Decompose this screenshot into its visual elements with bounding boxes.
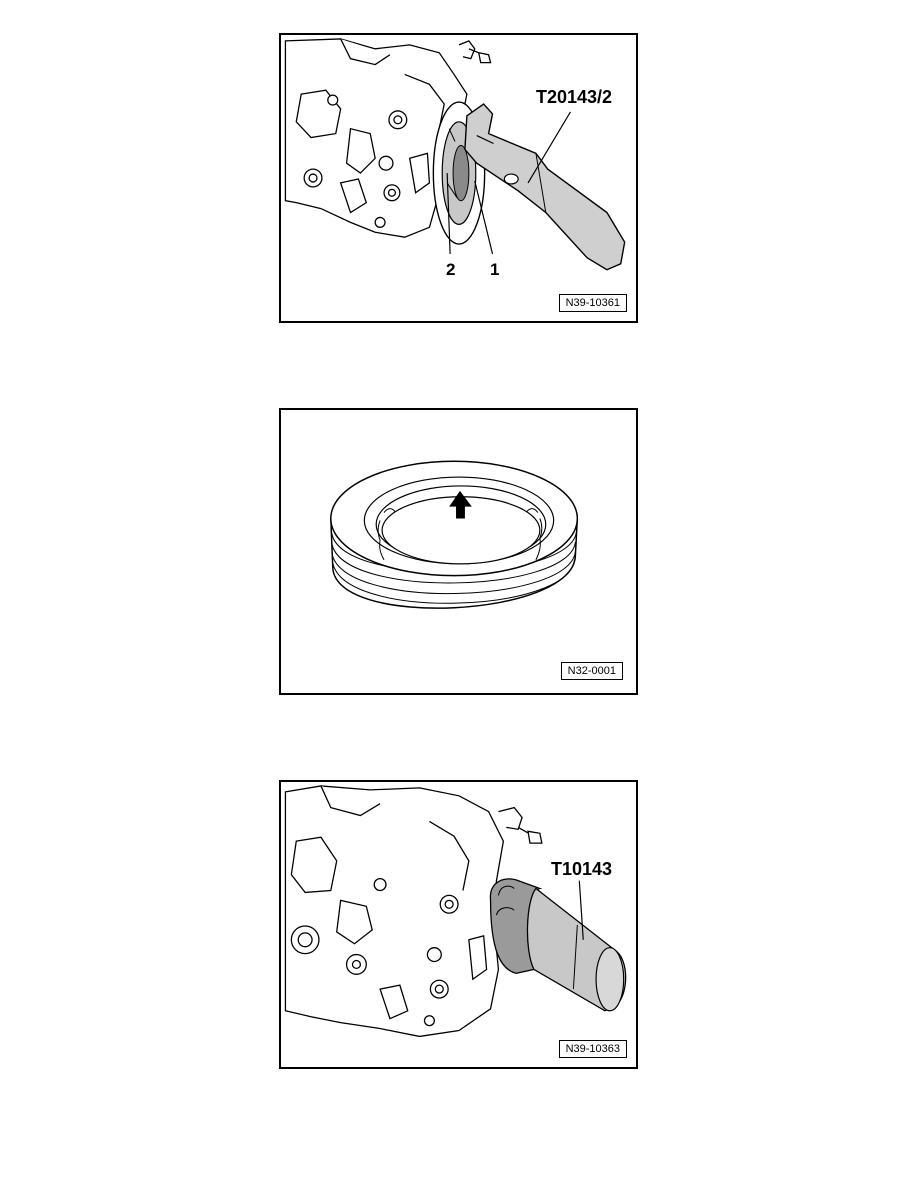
tool-wrench [464, 103, 626, 271]
figure-id: N32-0001 [560, 662, 623, 680]
figure-id: N39-10363 [558, 1040, 627, 1058]
seal-ring [330, 460, 579, 609]
callout-1: 1 [490, 260, 500, 279]
transmission-housing [284, 785, 543, 1038]
leader-lines [578, 880, 584, 940]
arrow-up-icon [449, 490, 472, 519]
figure-seal-install: T10143 N39-10363 [279, 780, 638, 1069]
figure-seal-ring: N32-0001 [279, 408, 638, 695]
transmission-housing [284, 38, 492, 238]
tool-label: T10143 [551, 859, 613, 879]
tool-label: T20143/2 [536, 87, 613, 107]
figure-id: N39-10361 [558, 294, 627, 312]
illustration-seal-removal [284, 38, 626, 271]
leader-lines [446, 111, 571, 255]
figure-seal-removal: T20143/2 2 1 N39-10361 [279, 33, 638, 323]
callout-2: 2 [446, 260, 456, 279]
illustration-seal-install [284, 785, 627, 1038]
illustration-seal-ring [330, 460, 579, 609]
tool-installer [489, 878, 627, 1012]
